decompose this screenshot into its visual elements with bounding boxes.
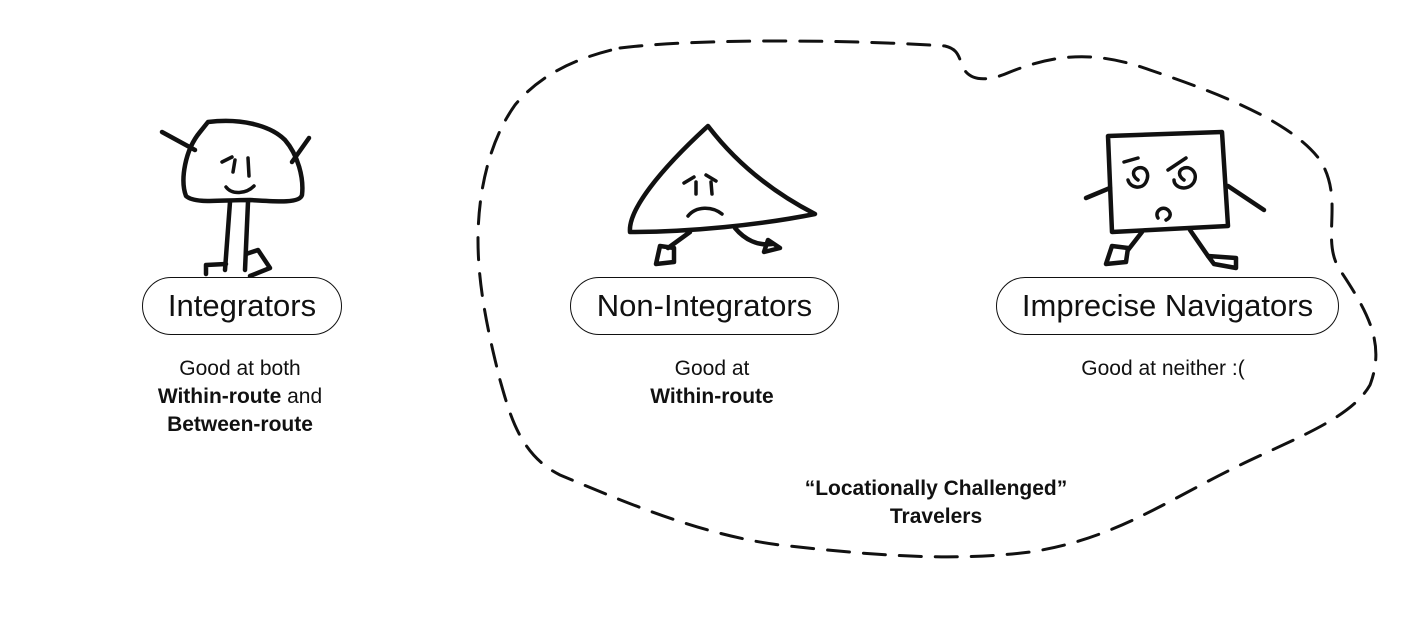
left-leg bbox=[665, 229, 693, 251]
worried-mouth bbox=[1155, 206, 1172, 222]
triangle-body bbox=[627, 123, 818, 235]
group-label: “Locationally Challenged” Travelers bbox=[736, 475, 1136, 531]
left-foot bbox=[1103, 243, 1131, 267]
right-leg bbox=[242, 199, 251, 273]
description-line: Good at bbox=[674, 357, 750, 380]
right-arm bbox=[289, 135, 312, 165]
left-brow bbox=[220, 155, 234, 164]
left-leg bbox=[222, 199, 233, 273]
description-line: Good at neither :( bbox=[1081, 357, 1245, 380]
left-eye bbox=[231, 158, 237, 174]
right-foot bbox=[1205, 253, 1239, 271]
description-line: Good at both bbox=[179, 357, 301, 380]
right-brow bbox=[704, 173, 718, 183]
non-integrators-label: Non-Integrators bbox=[570, 277, 839, 335]
right-foot bbox=[243, 247, 273, 279]
right-foot bbox=[761, 237, 783, 255]
imprecise-navigator-character-icon bbox=[1083, 129, 1267, 271]
imprecise-navigators-description: Good at neither :( bbox=[1033, 355, 1293, 383]
non-integrator-character-icon bbox=[627, 123, 818, 267]
imprecise-navigators-label: Imprecise Navigators bbox=[996, 277, 1339, 335]
left-foot bbox=[203, 261, 229, 277]
emphasis-between-route: Between-route bbox=[167, 413, 313, 436]
left-spiral-eye bbox=[1126, 165, 1150, 189]
non-integrators-description: Good at Within-route bbox=[582, 355, 842, 411]
left-brow bbox=[682, 175, 696, 185]
square-body bbox=[1105, 129, 1231, 235]
group-label-line: “Locationally Challenged” bbox=[804, 477, 1068, 500]
emphasis-within-route: Within-route bbox=[157, 385, 282, 408]
description-line: Within-route bbox=[582, 383, 842, 411]
integrator-character-icon bbox=[159, 118, 312, 279]
emphasis-within-route: Within-route bbox=[650, 385, 774, 408]
right-brow bbox=[1166, 156, 1188, 172]
left-arm bbox=[159, 129, 198, 153]
right-arm bbox=[1225, 183, 1267, 213]
right-spiral-eye bbox=[1172, 165, 1197, 190]
description-text: and bbox=[281, 385, 323, 408]
blob-body bbox=[181, 118, 305, 204]
frown bbox=[686, 206, 724, 218]
group-label-line: Travelers bbox=[889, 505, 983, 528]
integrators-description: Good at both Within-route and Between-ro… bbox=[110, 355, 370, 439]
right-leg bbox=[1187, 227, 1211, 259]
integrators-label: Integrators bbox=[142, 277, 342, 335]
left-leg bbox=[1125, 229, 1145, 253]
left-foot bbox=[653, 243, 677, 267]
right-eye bbox=[246, 156, 251, 178]
left-brow bbox=[1122, 156, 1140, 164]
description-line: Between-route bbox=[110, 411, 370, 439]
smile bbox=[224, 184, 256, 195]
left-arm bbox=[1083, 185, 1113, 201]
right-eye bbox=[709, 180, 714, 196]
description-line: Within-route and bbox=[110, 383, 370, 411]
